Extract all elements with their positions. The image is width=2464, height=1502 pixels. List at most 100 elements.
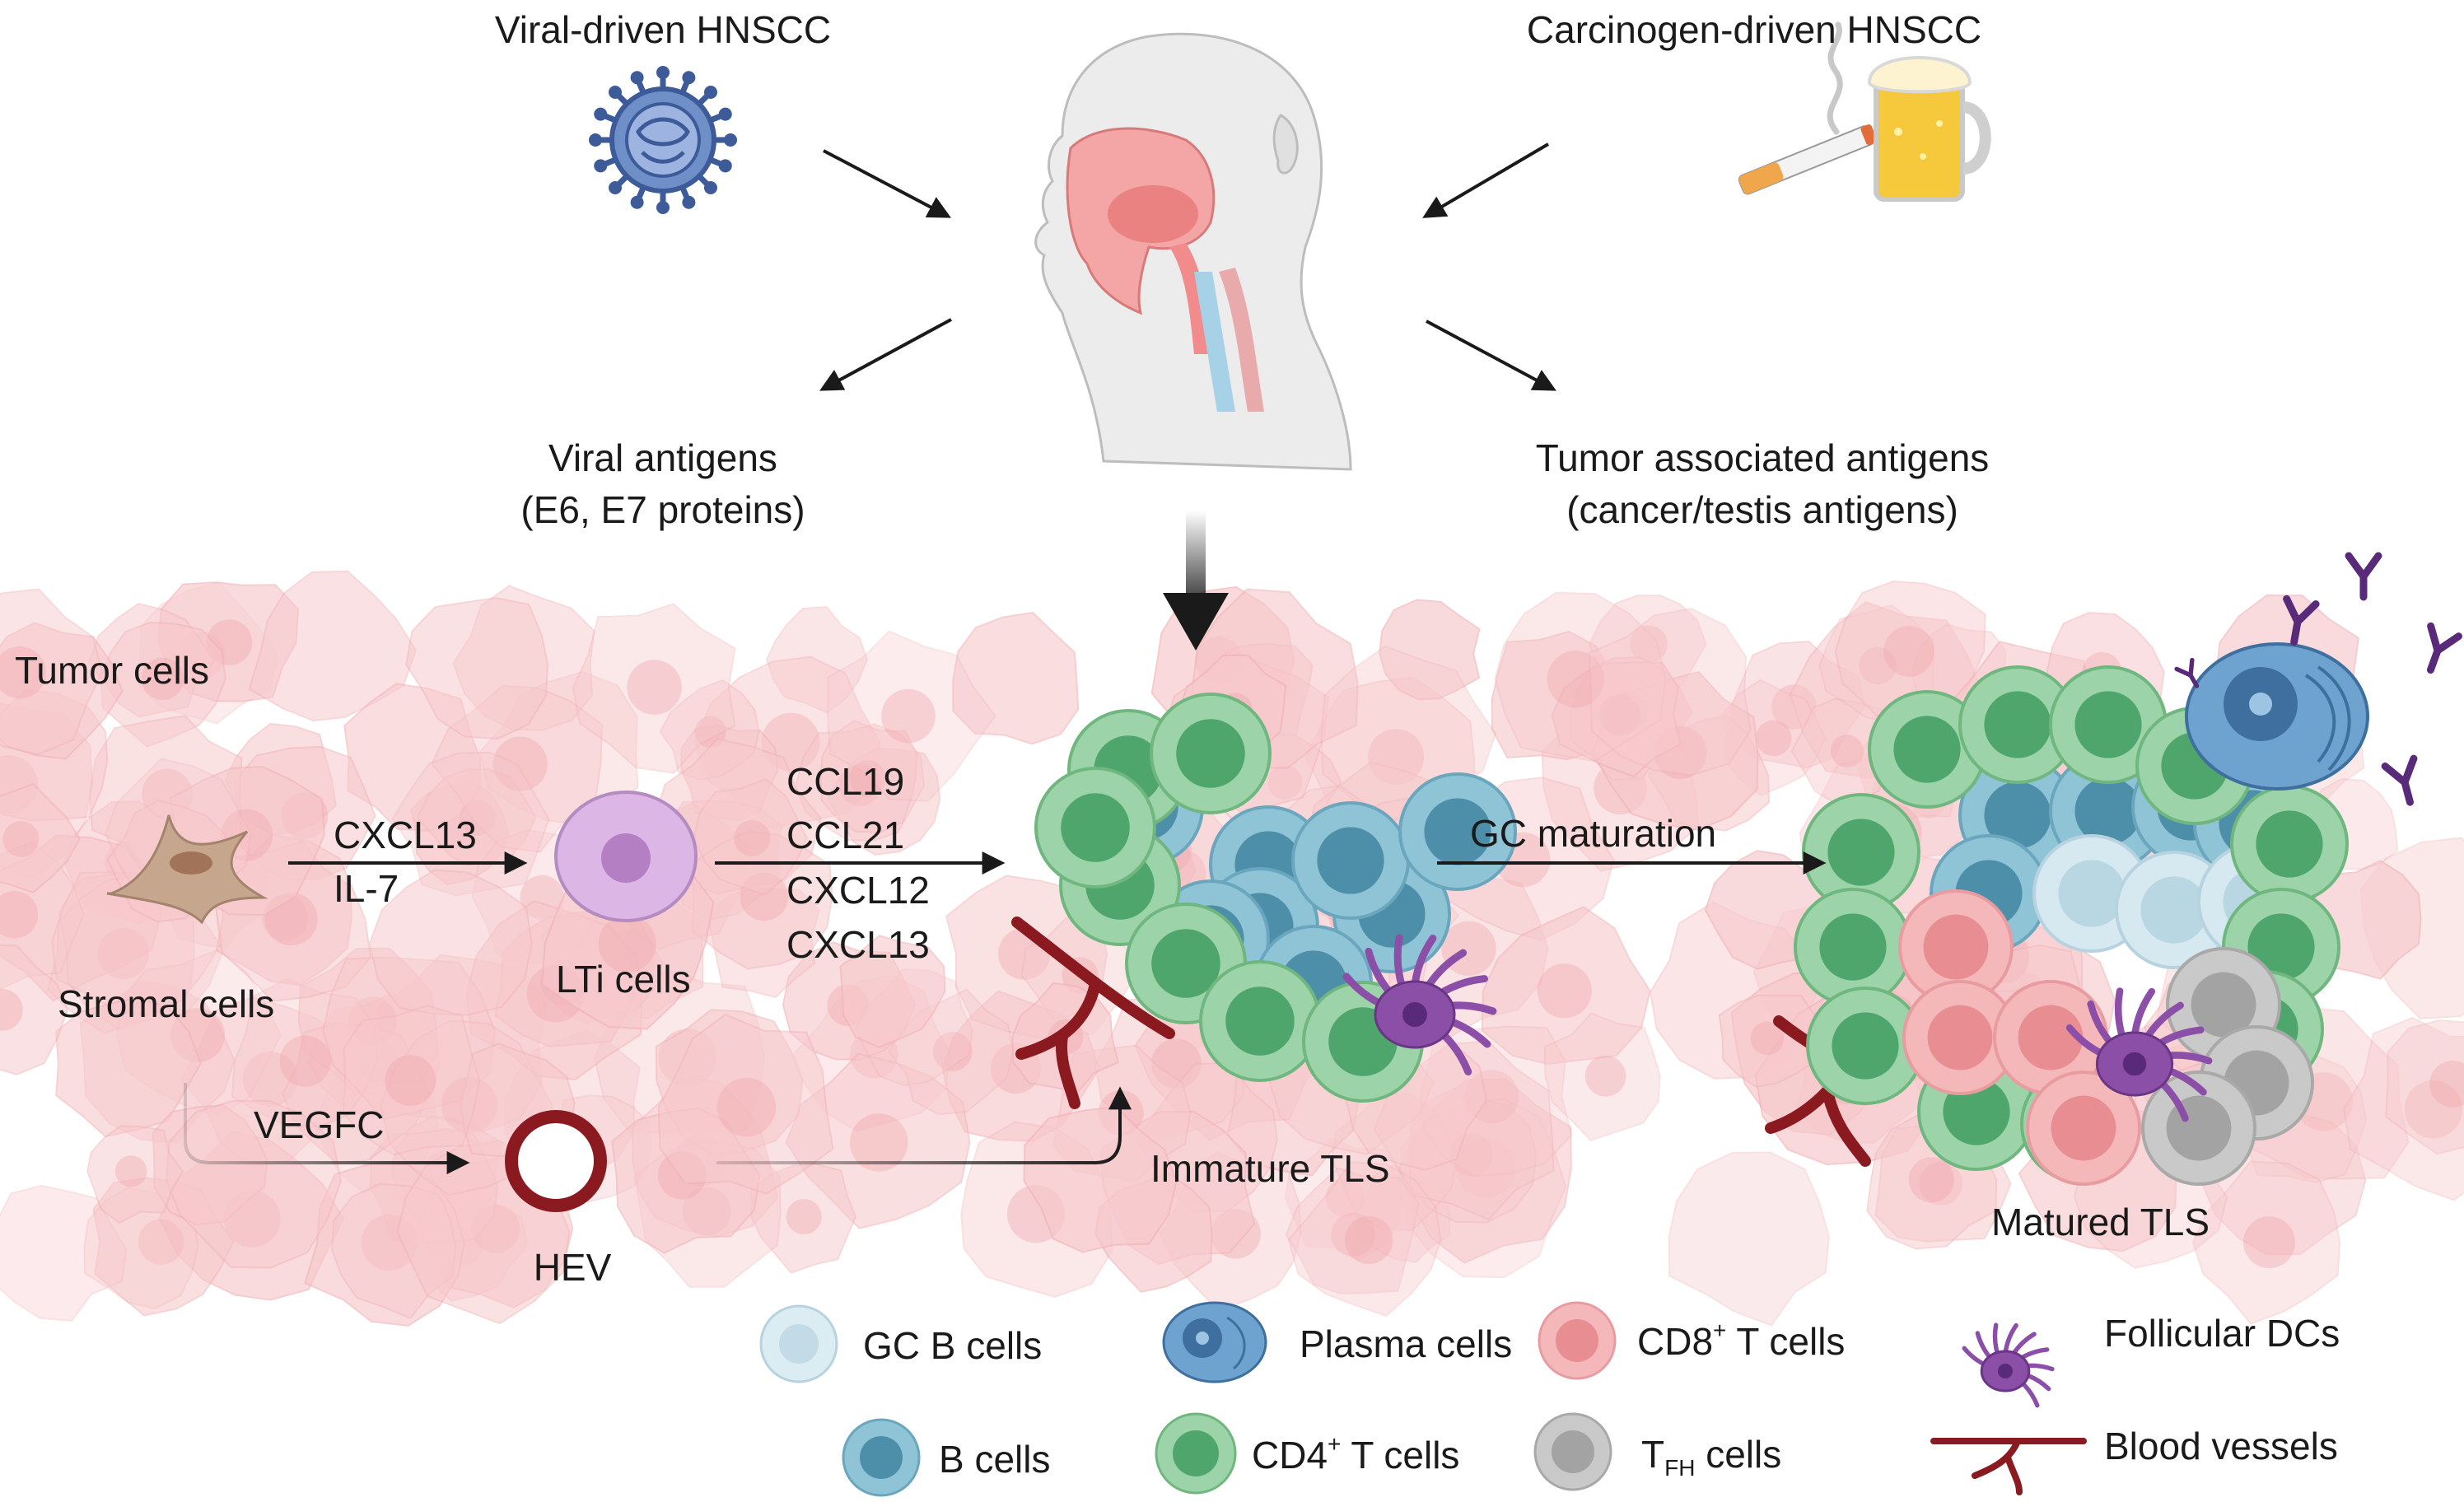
antibody-icons [2174,552,2462,806]
legend-vessels-label: Blood vessels [2104,1425,2338,1467]
tumor-cell-nucleus [1151,1038,1202,1089]
tumor-cell-nucleus [734,819,771,856]
tumor-cell-nucleus [385,1055,436,1106]
tumor-cell-nucleus [0,989,23,1031]
cd4-t-cell [1199,960,1321,1082]
follicular-dc-immature [1342,934,1497,1076]
hev-label: HEV [534,1246,612,1289]
immature-tls-cluster [1034,693,1517,1103]
antibody-icon [2345,552,2382,601]
tumor-cell [1589,608,1752,777]
tumor-cell [1718,995,1817,1088]
tumor-cell-nucleus [141,657,184,700]
legend-tfh-cells: TFH cells [1533,1412,1781,1491]
tumor-cell [795,723,926,842]
tumor-cell [827,747,941,856]
tumor-cell-nucleus [492,736,548,791]
legend-tfh-label: TFH cells [1641,1433,1781,1481]
cd4-t-cell [1034,767,1156,889]
matured-tls-label: Matured TLS [1991,1201,2210,1243]
tumor-cell [819,720,918,833]
lti-cell-icon [554,791,698,922]
tumor-cell [765,606,868,714]
cd4-t-cell [1802,793,1920,912]
signal-cxcl13-lti: CXCL13 [786,923,930,966]
big-down-arrow [1163,511,1229,651]
tumor-cell [2192,1160,2341,1325]
legend-plasma-label: Plasma cells [1300,1322,1512,1365]
tumor-cell-nucleus [138,1219,184,1265]
antibody-icon [2174,657,2200,688]
tumor-cell [750,1163,856,1274]
tumor-cell [1551,661,1682,778]
beer-mug-icon [1867,56,1991,202]
tumor-cell [405,597,549,740]
tumor-cell-nucleus [598,914,656,973]
matured-tls-cluster [1794,665,2349,1186]
tumor-cell-nucleus [114,1155,147,1187]
tumor-cell [1023,1105,1178,1253]
tumor-cell-nucleus [1755,720,1792,757]
tumor-cell-nucleus [933,1032,973,1071]
tumor-cell-nucleus [716,1077,777,1137]
tumor-cell-nucleus [839,764,881,806]
b-cell [1398,772,1517,891]
tumor-cell [1481,906,1651,1066]
tumor-cell [0,944,68,1075]
tumor-cell-nucleus [1584,1056,1626,1097]
blood-vessel-immature [1011,917,1175,1109]
tumor-antigens-label: Tumor associated antigens [1536,436,1990,479]
legend-cd8-label: CD8+ T cells [1637,1318,1845,1363]
tumor-cell [572,603,736,774]
tumor-cell-nucleus [1344,1215,1393,1265]
tumor-cell [0,622,124,760]
legend-cd4-label: CD4+ T cells [1252,1431,1459,1476]
cd4-t-cell [2230,785,2349,903]
immature-tls-label: Immature TLS [1150,1147,1390,1190]
tumor-cell-nucleus [849,1113,908,1172]
arrow-stromal-to-hev [184,1083,470,1174]
arrow-virus-to-head [823,149,951,218]
tumor-cell [2343,1016,2464,1201]
lti-cells-label: LTi cells [556,958,691,1001]
legend-blood-vessel-icon [1930,1438,2087,1495]
tumor-cell-nucleus [98,928,149,979]
legend: GC B cells B cells Plasma cells CD4+ T c… [759,1301,2340,1497]
legend-b-cells: B cells [842,1418,1050,1497]
tumor-cell-nucleus [1630,625,1668,663]
tumor-cell-nucleus [1331,1212,1375,1257]
signal-il7: IL-7 [334,867,399,910]
tumor-cell [1668,1151,1830,1327]
viral-antigens-detail: (E6, E7 proteins) [520,488,805,531]
tumor-cell [2385,1019,2464,1155]
cd4-t-cell [1150,693,1272,814]
signal-cxcl13-stromal: CXCL13 [334,814,477,856]
tumor-cell [657,1013,834,1195]
tumor-cell-nucleus [1325,1178,1365,1218]
legend-gc-b-cells: GC B cells [759,1304,1042,1383]
tumor-cell [369,869,533,1016]
antibody-icon [2426,622,2462,674]
tumor-antigens-detail: (cancer/testis antigens) [1566,488,1958,531]
tumor-cell-nucleus [1908,1157,1954,1203]
cd4-t-cell [1806,987,1925,1105]
tumor-cell-nucleus [1750,1021,1785,1056]
virus-icon [589,66,737,214]
legend-cd8-t-cells: CD8+ T cells [1538,1301,1845,1380]
cd4-t-cell [1794,888,1912,1006]
cd8-t-cell [1902,980,2018,1095]
tumor-cell-nucleus [1830,735,1864,767]
tumor-cell [55,996,202,1138]
tumor-cell-nucleus [459,800,496,836]
tumor-cell [839,935,946,1048]
tumor-cell [827,630,996,802]
tumor-cell [1285,1167,1420,1294]
arrow-hev-to-immature-tls [716,1086,1132,1164]
tumor-cell-nucleus [2429,1061,2464,1108]
tumor-cell-nucleus [1859,646,1897,685]
b-cell [1291,801,1410,920]
carcinogen-driven-label: Carcinogen-driven HNSCC [1527,8,1981,51]
legend-b-label: B cells [939,1438,1050,1481]
cd8-t-cell [1898,889,2014,1005]
